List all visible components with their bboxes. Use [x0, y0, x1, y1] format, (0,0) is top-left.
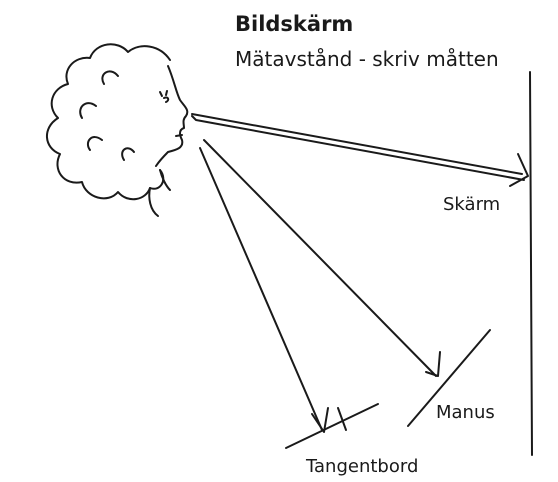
- diagram-title: Bildskärm: [235, 12, 354, 36]
- keyboard-line: [285, 403, 379, 449]
- label-manuscript: Manus: [436, 402, 495, 423]
- mouth: [175, 134, 183, 137]
- eye: [163, 96, 170, 103]
- hair-inner-curls: [79, 70, 135, 161]
- hair-outline: [46, 43, 171, 201]
- face-profile: [155, 65, 189, 167]
- keyboard-tick: [337, 407, 347, 431]
- manuscript-line: [407, 329, 491, 427]
- diagram-subtitle: Mätavstånd - skriv måtten: [235, 47, 499, 71]
- head-sketch: [46, 43, 189, 217]
- neck: [148, 169, 171, 217]
- sightline-screen: [191, 113, 529, 187]
- sightline-manuscript: [203, 139, 441, 377]
- label-keyboard: Tangentbord: [306, 456, 419, 477]
- screen-line: [529, 71, 533, 456]
- eyelash: [159, 90, 168, 97]
- label-screen: Skärm: [443, 194, 501, 215]
- sightline-keyboard: [199, 147, 329, 433]
